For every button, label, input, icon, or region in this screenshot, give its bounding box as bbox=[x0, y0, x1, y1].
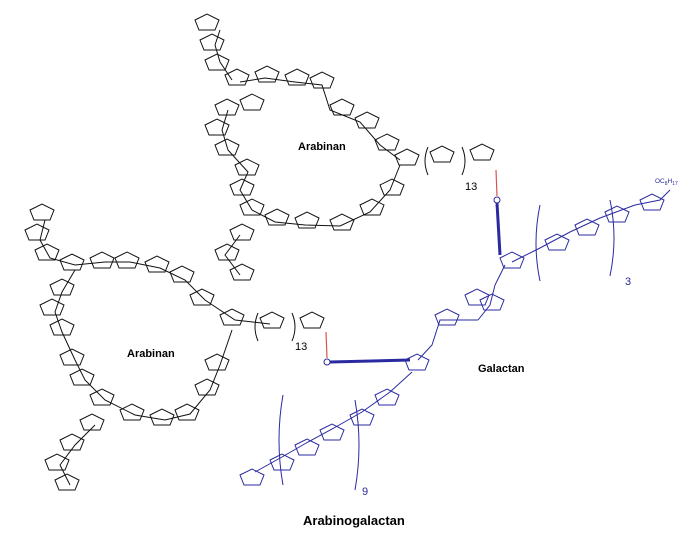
left-arabinan-chain bbox=[24, 203, 325, 491]
svg-text:OC8H17: OC8H17 bbox=[655, 178, 678, 187]
top-arabinan-chain bbox=[194, 13, 495, 281]
galactan-lower-repeat-count: 9 bbox=[362, 486, 368, 498]
anchor-group: OC8H17 bbox=[655, 178, 678, 187]
galactan-label: Galactan bbox=[478, 363, 525, 375]
top-arabinan-label: Arabinan bbox=[298, 141, 346, 153]
top-arabinan-repeat-count: 13 bbox=[465, 181, 477, 193]
diagram-caption: Arabinogalactan bbox=[303, 513, 405, 528]
galactan-upper-repeat-count: 3 bbox=[625, 276, 631, 288]
left-arabinan-repeat-count: 13 bbox=[295, 341, 307, 353]
left-arabinan-label: Arabinan bbox=[127, 348, 175, 360]
galactan-chain bbox=[239, 189, 671, 491]
arabinan-galactan-linkages bbox=[325, 169, 498, 359]
